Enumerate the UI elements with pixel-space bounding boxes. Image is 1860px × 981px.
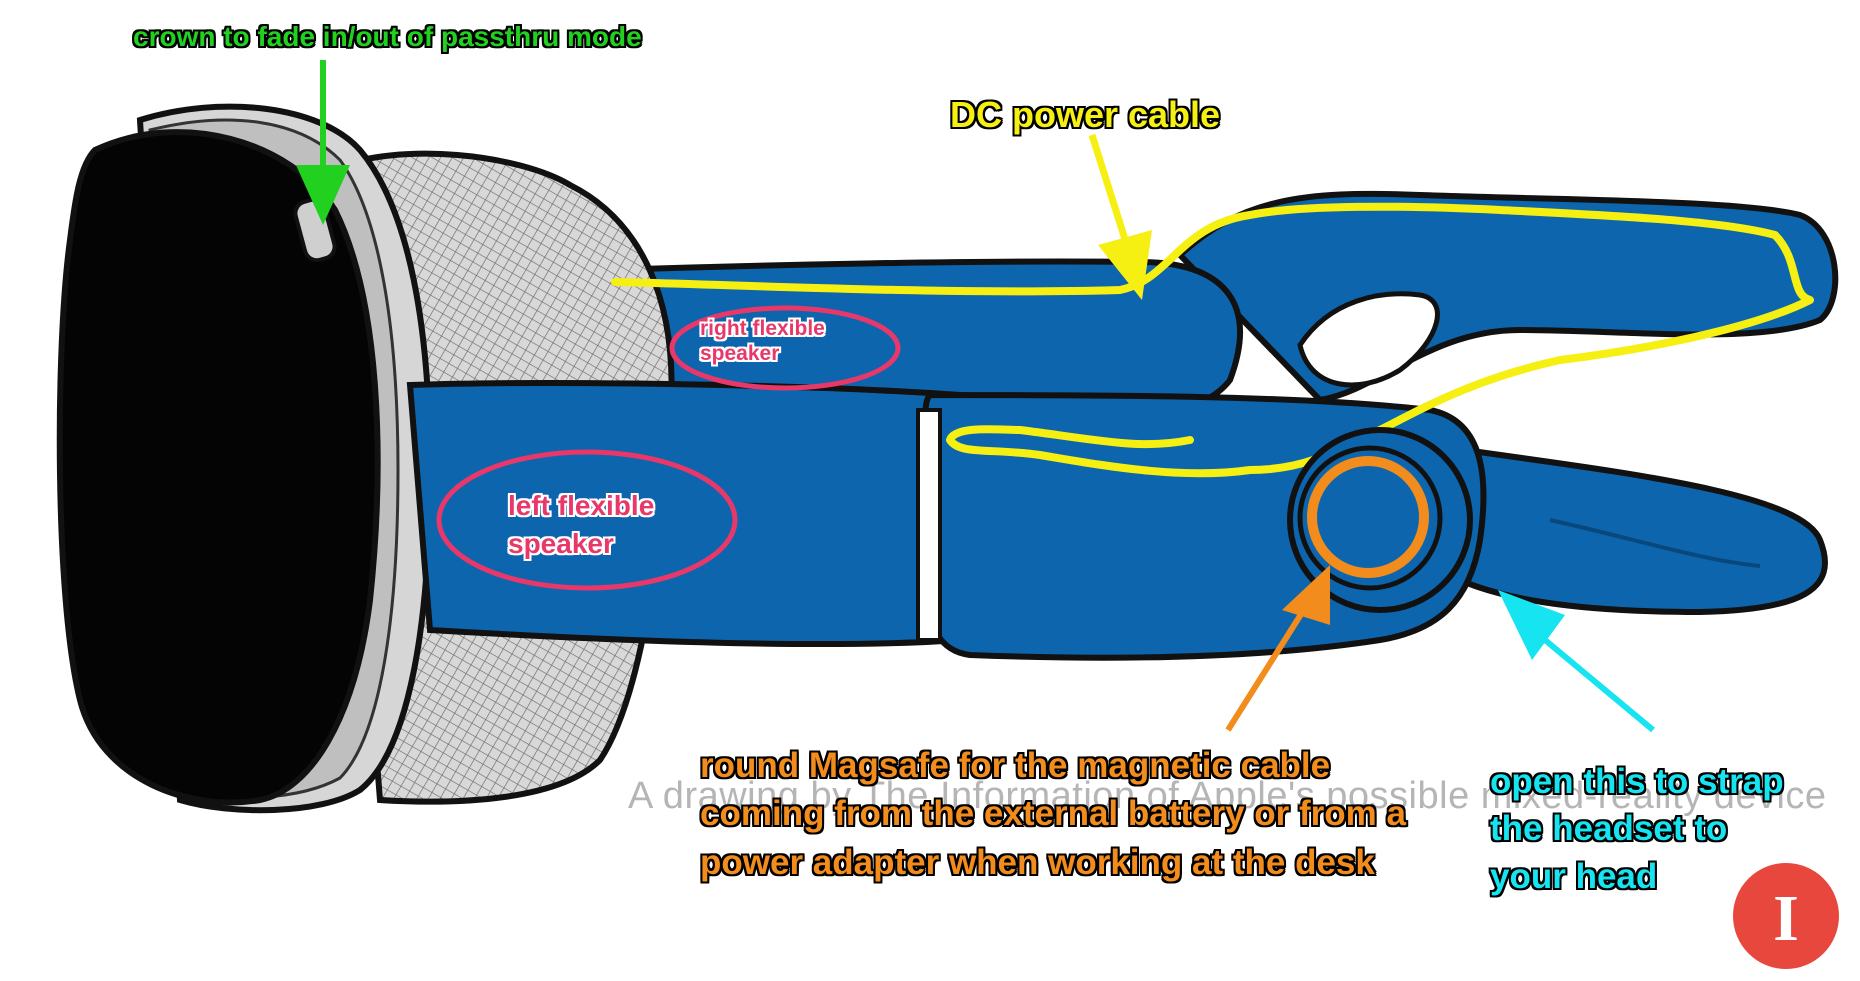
arrow-icon xyxy=(1498,590,1655,733)
magsafe-highlight xyxy=(1307,456,1429,578)
dc-cable-label: DC power cable xyxy=(950,94,1221,135)
arrow-icon xyxy=(1088,133,1152,300)
arrow-icon xyxy=(1225,565,1330,732)
left-speaker-label: left flexible speaker xyxy=(508,490,655,559)
image-caption: A drawing by The Information of Apple's … xyxy=(628,775,1827,817)
magsafe-label: round Magsafe for the magnetic cable com… xyxy=(700,746,1406,882)
crown-label: crown to fade in/out of passthru mode xyxy=(133,21,642,52)
rear-strap-lower xyxy=(1426,441,1828,616)
logo-icon xyxy=(1733,863,1839,969)
right-speaker-label: right flexible speaker xyxy=(700,317,825,365)
arrow-icon xyxy=(296,60,350,225)
dc-cable-highlight xyxy=(611,202,1814,478)
right-speaker-highlight xyxy=(669,305,901,391)
logo-glyph: I xyxy=(1773,882,1799,955)
rear-strap-upper xyxy=(1175,190,1839,404)
left-speaker-highlight xyxy=(436,449,738,591)
strap-label: open this to strap the headset to your h… xyxy=(1490,762,1784,896)
front-glass xyxy=(56,129,381,806)
magsafe-connector xyxy=(1287,427,1473,613)
